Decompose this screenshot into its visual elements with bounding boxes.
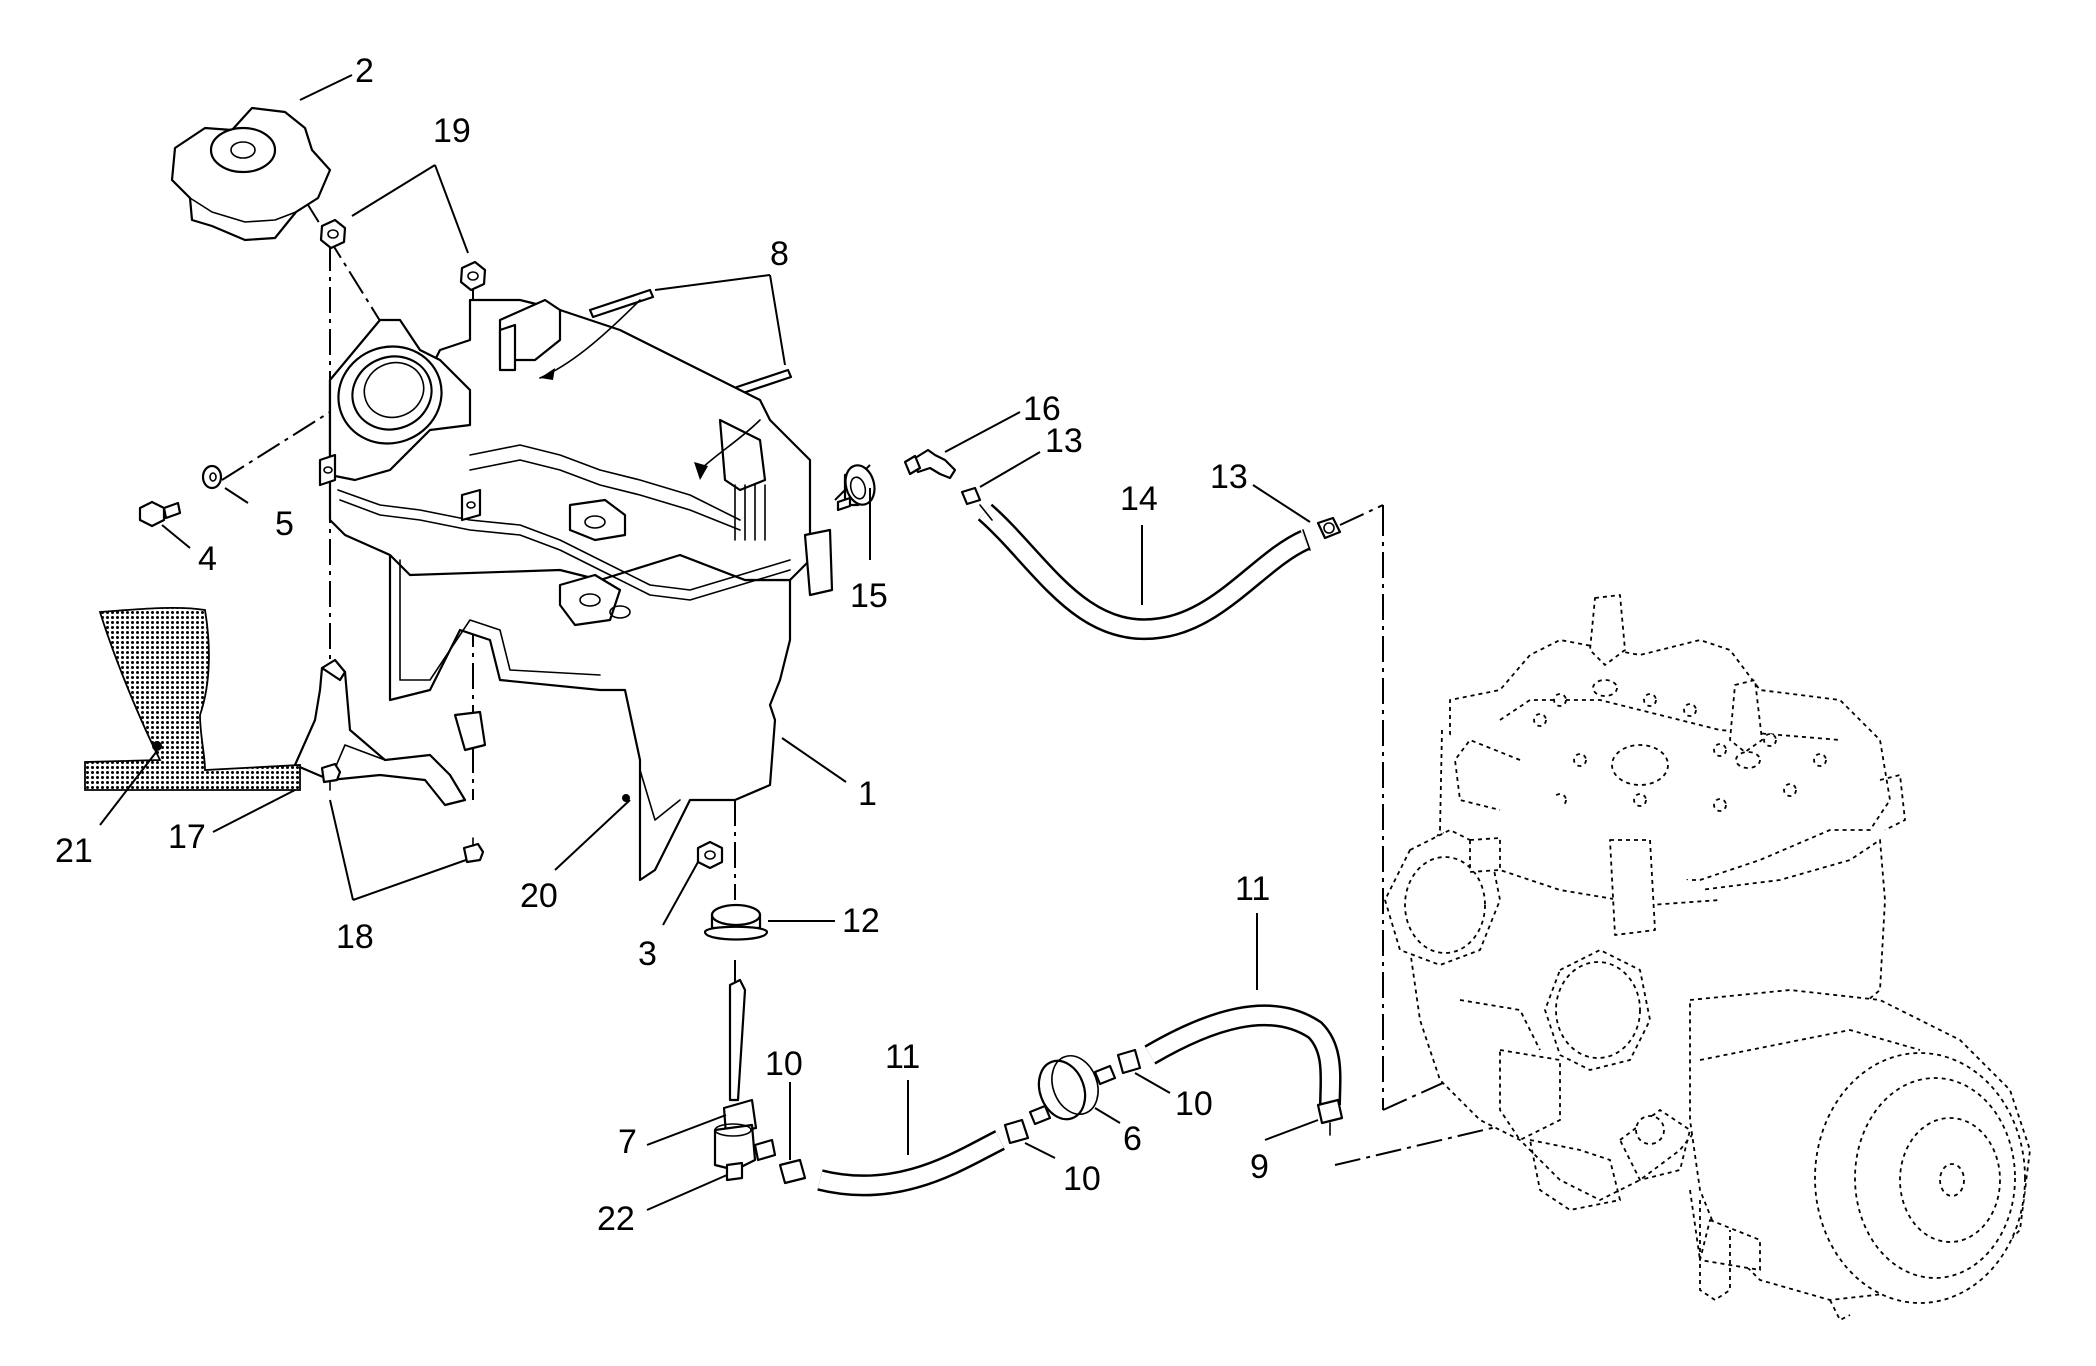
- callout-17: 17: [168, 818, 206, 856]
- clamp-part-10c: [1116, 1048, 1142, 1075]
- decal-part-8: [588, 288, 793, 399]
- callout-11a: 11: [885, 1038, 920, 1076]
- callout-10c: 10: [1175, 1085, 1213, 1123]
- washer-part-5: [201, 464, 223, 490]
- oil-level-sensor-part-7: [722, 978, 758, 1136]
- clamp-part-13a: [960, 486, 982, 506]
- callout-11b: 11: [1235, 870, 1270, 908]
- clamp-part-13b: [1316, 516, 1342, 540]
- callout-14: 14: [1120, 480, 1158, 518]
- hose-part-14: [977, 503, 1311, 641]
- callout-2: 2: [355, 52, 374, 90]
- callout-8: 8: [770, 235, 789, 273]
- callout-10b: 10: [1063, 1160, 1101, 1198]
- callout-7: 7: [618, 1123, 637, 1161]
- clamp-part-10a: [778, 1158, 807, 1185]
- decal-part-21: [84, 606, 301, 791]
- callout-15: 15: [850, 577, 888, 615]
- nut-part-19: [319, 218, 487, 292]
- callout-9: 9: [1250, 1148, 1269, 1186]
- callout-6: 6: [1123, 1120, 1142, 1158]
- callout-10a: 10: [765, 1045, 803, 1083]
- hose-part-11-upper: [1144, 1004, 1342, 1106]
- callout-19: 19: [433, 112, 471, 150]
- rivet-part-20: [622, 794, 630, 802]
- grommet-part-15: [836, 464, 876, 512]
- screw-part-18: [320, 762, 485, 864]
- elbow-fitting-part-16: [903, 448, 957, 480]
- tee-fitting-part-22: [713, 1123, 777, 1182]
- bolt-part-4: [138, 500, 182, 528]
- oil-tank-part: [318, 298, 834, 882]
- callout-4: 4: [198, 540, 217, 578]
- clamp-part-9: [1316, 1098, 1344, 1136]
- callout-12: 12: [842, 902, 880, 940]
- callout-16: 16: [1023, 390, 1061, 428]
- callout-21: 21: [55, 832, 93, 870]
- clamp-part-10b: [1003, 1118, 1030, 1145]
- hose-part-11-lower: [817, 1130, 1005, 1197]
- callout-18: 18: [336, 918, 374, 956]
- callout-22: 22: [597, 1200, 635, 1238]
- oil-filter-part-6: [1028, 1055, 1117, 1126]
- filler-cap-part: [170, 106, 332, 242]
- callout-20: 20: [520, 877, 558, 915]
- callout-13b: 13: [1210, 458, 1248, 496]
- leader-lines: [99, 74, 1319, 1211]
- engine-phantom-outline: [1384, 594, 2031, 1322]
- callout-1: 1: [858, 775, 877, 813]
- callout-5: 5: [275, 505, 294, 543]
- callout-3: 3: [638, 935, 657, 973]
- callout-labels: 1 2 3 4 5 6 7 8 9 10 10 10 11 11 12 13 1…: [55, 52, 1270, 1238]
- callout-13a: 13: [1045, 422, 1083, 460]
- grommet-part-12: [703, 903, 769, 941]
- nut-part-3: [696, 840, 724, 870]
